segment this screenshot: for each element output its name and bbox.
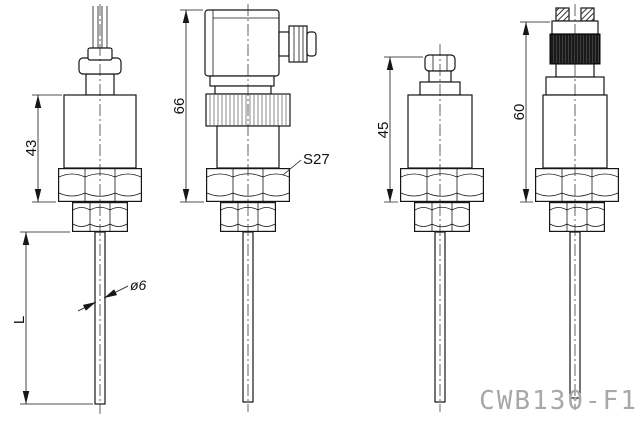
- dim-43: 43: [23, 94, 62, 203]
- dim-60: 60: [511, 21, 550, 203]
- dim-66-label: 66: [171, 98, 188, 115]
- label-s27: S27: [282, 151, 330, 176]
- dim-L-label: L: [11, 316, 28, 324]
- dim-45: 45: [375, 56, 423, 203]
- s27-label: S27: [303, 151, 330, 168]
- din-connector-head: [204, 9, 317, 95]
- probe-variant-plug: [400, 44, 484, 412]
- hex-nut: [534, 168, 620, 202]
- dim-60-label: 60: [511, 104, 528, 121]
- hex-nut: [400, 168, 484, 202]
- probe-variant-din-connector: [204, 4, 317, 412]
- probe-variant-terminal-head: [534, 4, 620, 410]
- probe-stem: [434, 231, 446, 403]
- compression-fitting: [414, 202, 470, 232]
- dim-dia6-label: ø6: [130, 277, 147, 293]
- dim-45-label: 45: [375, 122, 392, 139]
- probe-stem: [242, 231, 254, 403]
- probe-stem: [94, 231, 106, 405]
- dim-43-label: 43: [23, 140, 40, 157]
- cable-gland-side: [278, 25, 317, 63]
- dim-dia6: ø6: [77, 277, 147, 312]
- cable-lines: [92, 6, 108, 50]
- terminal-screws: [555, 7, 595, 22]
- compression-fitting: [548, 202, 606, 232]
- dim-66: 66: [171, 9, 204, 203]
- probe-variant-cable: [57, 4, 142, 414]
- model-number: CWB130-F1: [479, 386, 638, 416]
- dim-L: L: [11, 231, 93, 405]
